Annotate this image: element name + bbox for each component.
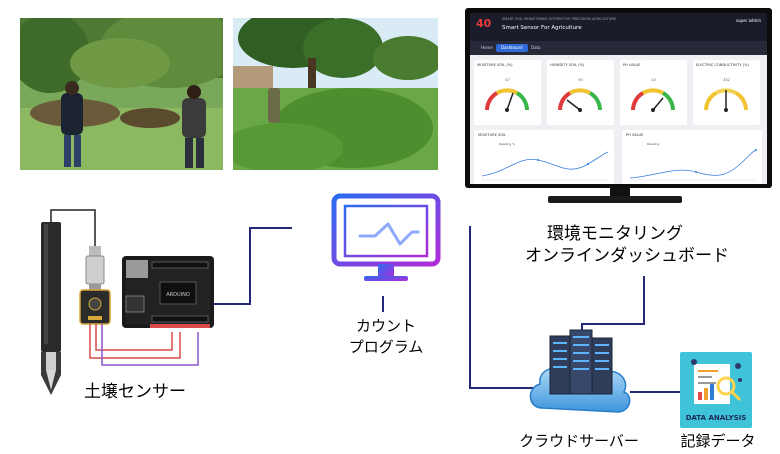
data-caption: 記録データ xyxy=(680,432,756,450)
dashboard-tabs: Home Dashboard Data xyxy=(470,41,767,55)
program-to-cloud-line xyxy=(469,226,540,389)
tab-home[interactable]: Home xyxy=(481,45,493,50)
program-caption-line1: カウント xyxy=(355,317,416,335)
gauge-value: 10 xyxy=(651,78,656,82)
dashboard-monitor: 40 SMART SOIL MONITORING SYSTEM FOR PREC… xyxy=(465,8,772,188)
gauge-card-humidity: HUMIDITY SOIL (%) 55 xyxy=(547,60,614,125)
field-photo-2 xyxy=(233,18,438,170)
gauge-label: PH VALUE xyxy=(623,63,641,67)
data-analysis-icon: DATA ANALYSIS xyxy=(680,352,752,428)
dashboard-caption-line1: 環境モニタリング xyxy=(547,224,683,244)
soil-sensor-illustration: ARDUINO xyxy=(41,209,214,395)
dashboard-logo: 40 xyxy=(476,17,492,30)
field-photo-1 xyxy=(20,18,223,170)
cloud-server-icon xyxy=(529,329,631,413)
gauge-label: MOISTURE SOIL (%) xyxy=(477,63,513,67)
dashboard-caption-line2: オンラインダッシュボード xyxy=(525,246,729,266)
gauge-card-moisture: MOISTURE SOIL (%) 47 xyxy=(474,60,541,125)
gauge-label: ELECTRIC CONDUCTIVITY (%) xyxy=(696,63,749,67)
gauge-card-conductivity: ELECTRIC CONDUCTIVITY (%) 332 xyxy=(693,60,760,125)
gauge-value: 55 xyxy=(578,78,583,82)
chart-legend: Reading xyxy=(647,142,660,146)
chart-label: MOISTURE SOIL xyxy=(478,133,507,137)
gauge-value: 47 xyxy=(505,78,510,82)
dashboard-title: Smart Sensor For Agriculture xyxy=(502,25,582,31)
gauge-value: 332 xyxy=(723,78,730,82)
gauge-ph xyxy=(631,88,675,112)
gauge-conductivity xyxy=(704,88,748,112)
line-chart-moisture xyxy=(481,151,609,181)
chart-card-ph: PH VALUE Reading xyxy=(622,130,762,184)
chart-label: PH VALUE xyxy=(626,133,644,137)
sensor-caption: 土壌センサー xyxy=(84,382,186,402)
gauge-humidity xyxy=(558,88,602,112)
svg-text:ARDUINO: ARDUINO xyxy=(166,292,190,298)
program-caption-line2: プログラム xyxy=(348,338,424,356)
monitor-stand xyxy=(610,188,630,198)
dashboard-header: 40 SMART SOIL MONITORING SYSTEM FOR PREC… xyxy=(470,13,767,41)
program-monitor-icon xyxy=(331,193,441,281)
dashboard-subtitle: SMART SOIL MONITORING SYSTEM FOR PRECISI… xyxy=(502,17,617,21)
tab-dashboard[interactable]: Dashboard xyxy=(496,44,528,52)
chart-legend: Reading % xyxy=(499,142,515,146)
monitor-base xyxy=(548,196,682,203)
data-analysis-text: DATA ANALYSIS xyxy=(685,414,747,422)
gauge-card-ph: PH VALUE 10 xyxy=(620,60,687,125)
gauge-moisture xyxy=(485,88,529,112)
sensor-to-program-line xyxy=(212,227,292,305)
chart-card-moisture: MOISTURE SOIL Reading % xyxy=(474,130,614,184)
cloud-caption: クラウドサーバー xyxy=(519,432,639,450)
tab-data[interactable]: Data xyxy=(531,45,541,50)
line-chart-ph xyxy=(629,149,757,181)
gauge-label: HUMIDITY SOIL (%) xyxy=(550,63,585,67)
dashboard-user[interactable]: super admin xyxy=(735,18,761,23)
dashboard-screen: 40 SMART SOIL MONITORING SYSTEM FOR PREC… xyxy=(470,13,767,184)
